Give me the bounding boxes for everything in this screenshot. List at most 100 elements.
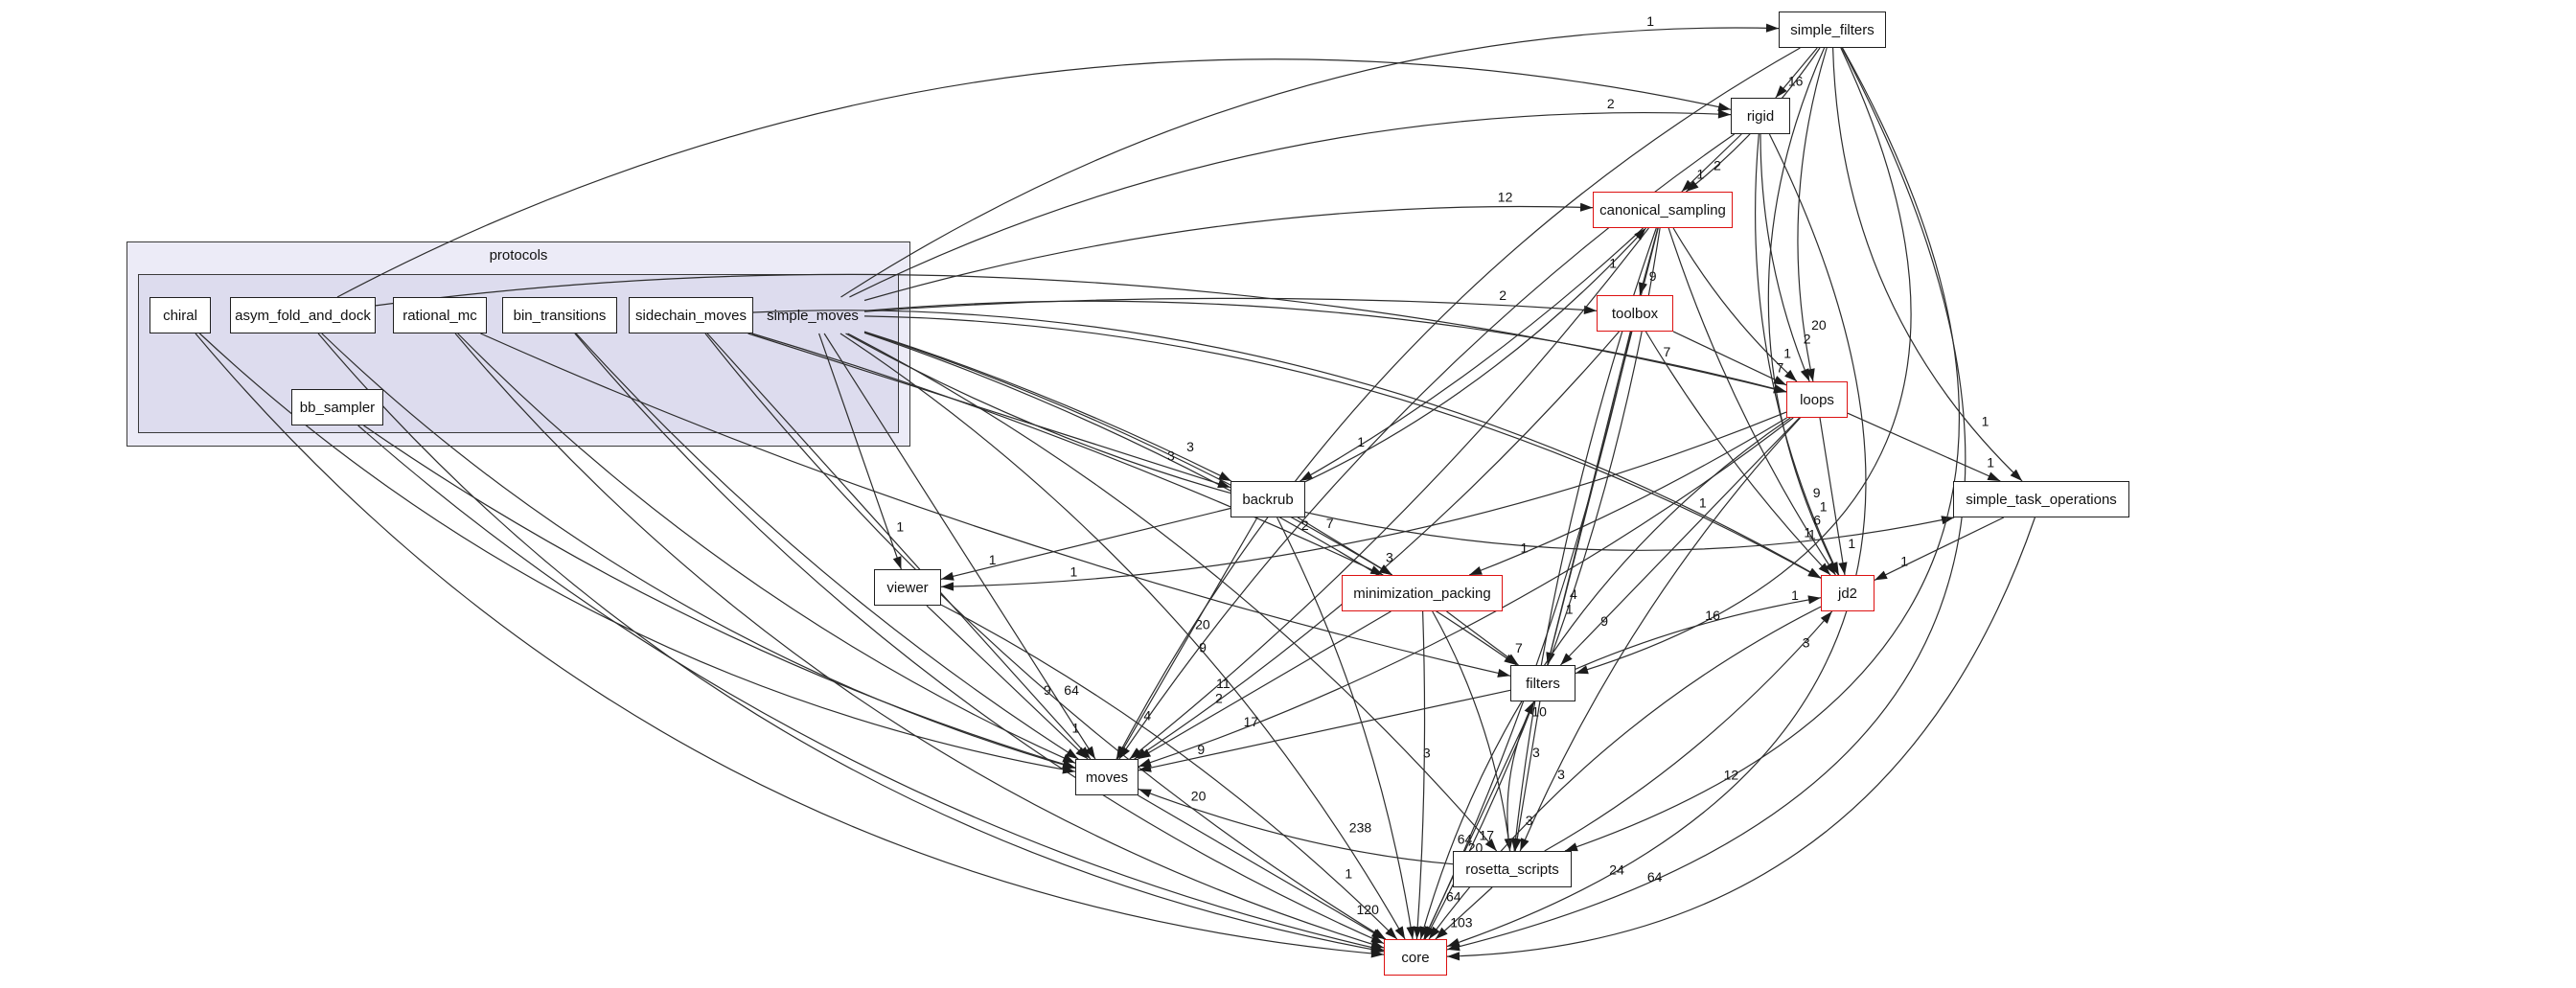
edge-filters-to-moves bbox=[1138, 689, 1511, 771]
edge-loops-to-jd2 bbox=[1819, 417, 1846, 576]
edge-simple_moves-to-rigid bbox=[849, 111, 1732, 298]
node-rigid[interactable]: rigid bbox=[1731, 98, 1790, 134]
edge-count-label: 1 bbox=[1070, 564, 1078, 580]
node-chiral[interactable]: chiral bbox=[150, 297, 211, 333]
edge-canonical_sampling-to-loops bbox=[1672, 227, 1798, 382]
edge-simple_filters-to-filters bbox=[1575, 47, 1912, 675]
edge-count-label: 1 bbox=[1357, 434, 1365, 449]
edge-simple_filters-to-core bbox=[1446, 47, 1966, 951]
edge-simple_filters-to-jd2 bbox=[1767, 47, 1839, 576]
edge-count-label: 7 bbox=[1664, 344, 1671, 359]
edge-count-label: 6 bbox=[1813, 513, 1821, 528]
arrowhead-icon bbox=[941, 571, 954, 581]
edge-count-label: 9 bbox=[1199, 640, 1207, 655]
node-filters[interactable]: filters bbox=[1510, 665, 1576, 701]
edge-count-label: 3 bbox=[1386, 550, 1393, 565]
arrowhead-icon bbox=[1217, 479, 1230, 488]
edge-simple_moves-to-jd2 bbox=[863, 315, 1822, 579]
arrowhead-icon bbox=[1062, 759, 1075, 769]
edge-count-label: 3 bbox=[1186, 439, 1194, 454]
edge-count-label: 9 bbox=[1044, 682, 1051, 698]
edge-toolbox-to-jd2 bbox=[1644, 331, 1831, 576]
edge-count-label: 11 bbox=[1216, 676, 1230, 691]
edge-count-label: 1 bbox=[1987, 455, 1994, 471]
arrowhead-icon bbox=[1717, 103, 1731, 111]
edge-simple_filters-to-rosetta_scripts bbox=[1564, 47, 1960, 852]
node-canonical_sampling[interactable]: canonical_sampling bbox=[1593, 192, 1733, 228]
arrowhead-icon bbox=[1565, 842, 1578, 852]
arrowhead-icon bbox=[1775, 85, 1787, 98]
edge-loops-to-core bbox=[1419, 417, 1791, 940]
node-backrub[interactable]: backrub bbox=[1230, 481, 1305, 517]
arrowhead-icon bbox=[1681, 179, 1694, 192]
edge-count-label: 9 bbox=[1197, 742, 1205, 757]
arrowhead-icon bbox=[1429, 926, 1440, 939]
node-toolbox[interactable]: toolbox bbox=[1597, 295, 1673, 332]
edge-count-label: 3 bbox=[1423, 745, 1431, 760]
arrowhead-icon bbox=[1078, 747, 1091, 759]
edge-count-label: 4 bbox=[1143, 708, 1151, 724]
arrowhead-icon bbox=[1075, 747, 1088, 759]
edge-count-label: 17 bbox=[1480, 827, 1495, 842]
node-core[interactable]: core bbox=[1384, 939, 1447, 976]
edge-count-label: 2 bbox=[1215, 691, 1223, 706]
arrowhead-icon bbox=[1447, 952, 1460, 961]
arrowhead-icon bbox=[1717, 109, 1731, 119]
edge-count-label: 12 bbox=[1724, 768, 1739, 783]
node-simple_task_operations[interactable]: simple_task_operations bbox=[1953, 481, 2129, 517]
edge-simple_moves-to-minimization_packing bbox=[863, 331, 1392, 576]
arrowhead-icon bbox=[1583, 305, 1597, 314]
arrowhead-icon bbox=[1807, 567, 1821, 578]
edge-filters-to-rosetta_scripts bbox=[1514, 701, 1541, 852]
edge-count-label: 120 bbox=[1357, 902, 1380, 917]
arrowhead-icon bbox=[1874, 570, 1888, 581]
edge-count-label: 1 bbox=[1609, 256, 1617, 271]
node-bin_transitions[interactable]: bin_transitions bbox=[502, 297, 617, 333]
node-asym_fold_and_dock[interactable]: asym_fold_and_dock bbox=[230, 297, 376, 333]
node-viewer[interactable]: viewer bbox=[874, 569, 941, 606]
arrowhead-icon bbox=[1129, 747, 1142, 759]
edge-count-label: 20 bbox=[1195, 616, 1210, 632]
node-minimization_packing[interactable]: minimization_packing bbox=[1342, 575, 1503, 611]
edge-viewer-to-core bbox=[940, 604, 1398, 940]
arrowhead-icon bbox=[1138, 748, 1152, 759]
edge-canonical_sampling-to-moves bbox=[1129, 227, 1649, 760]
node-rosetta_scripts[interactable]: rosetta_scripts bbox=[1453, 851, 1572, 887]
edge-moves-to-core bbox=[1138, 794, 1385, 940]
edge-count-label: 2 bbox=[1301, 517, 1309, 533]
edge-simple_moves-to-loops bbox=[863, 300, 1787, 393]
edge-count-label: 1 bbox=[1072, 721, 1080, 736]
edge-asym_fold_and_dock-to-loops bbox=[375, 273, 1787, 393]
edge-bb_sampler-to-core bbox=[357, 425, 1385, 952]
edge-asym_fold_and_dock-to-moves bbox=[321, 333, 1076, 770]
edge-toolbox-to-core bbox=[1423, 331, 1632, 940]
arrowhead-icon bbox=[1218, 471, 1231, 481]
edge-canonical_sampling-to-core bbox=[1424, 227, 1661, 940]
edge-backrub-to-viewer bbox=[940, 507, 1231, 580]
edge-rational_mc-to-moves bbox=[457, 333, 1076, 764]
edge-count-label: 64 bbox=[1064, 682, 1079, 698]
node-loops[interactable]: loops bbox=[1786, 381, 1848, 418]
node-bb_sampler[interactable]: bb_sampler bbox=[291, 389, 383, 425]
edge-count-label: 1 bbox=[1646, 13, 1654, 29]
edge-sidechain_moves-to-minimization_packing bbox=[751, 333, 1384, 576]
edge-count-label: 3 bbox=[1167, 448, 1175, 463]
edge-loops-to-moves bbox=[1138, 417, 1794, 768]
edge-rigid-to-canonical_sampling bbox=[1681, 133, 1742, 193]
edge-sidechain_moves-to-backrub bbox=[748, 333, 1231, 489]
edge-viewer-to-moves bbox=[926, 605, 1089, 760]
node-jd2[interactable]: jd2 bbox=[1821, 575, 1874, 611]
edge-count-label: 1 bbox=[1521, 540, 1529, 555]
node-rational_mc[interactable]: rational_mc bbox=[393, 297, 487, 333]
node-sidechain_moves[interactable]: sidechain_moves bbox=[629, 297, 753, 333]
node-moves[interactable]: moves bbox=[1075, 759, 1138, 795]
cluster-label: protocols bbox=[489, 247, 548, 264]
arrowhead-icon bbox=[1370, 943, 1384, 953]
edge-minimization_packing-to-rosetta_scripts bbox=[1432, 610, 1511, 852]
edge-bin_transitions-to-moves bbox=[575, 333, 1079, 760]
edge-count-label: 3 bbox=[1526, 813, 1533, 828]
edge-count-label: 1 bbox=[1820, 499, 1828, 515]
node-simple_filters[interactable]: simple_filters bbox=[1779, 11, 1886, 48]
edge-loops-to-minimization_packing bbox=[1468, 417, 1787, 576]
